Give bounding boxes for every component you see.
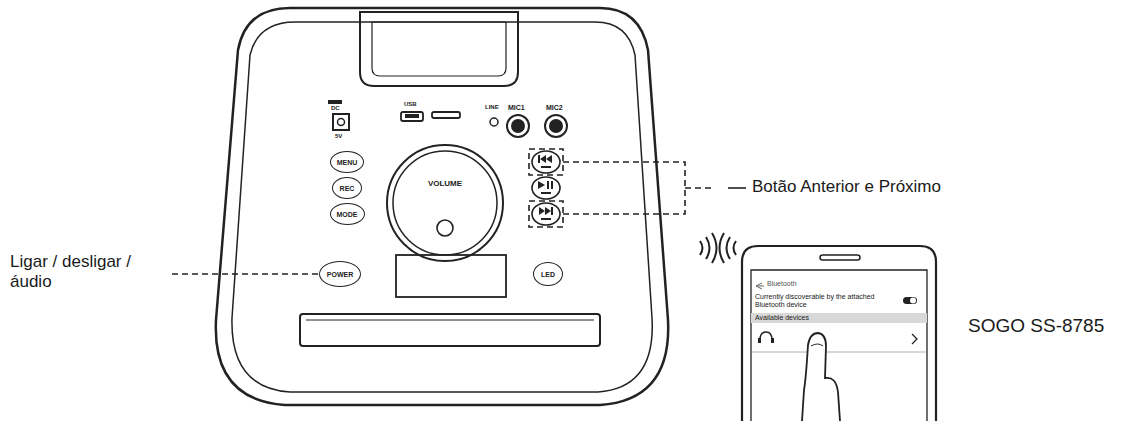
button-label: LED — [541, 271, 555, 278]
button-label: VOLUME — [428, 179, 462, 188]
button-label: REC — [340, 185, 355, 192]
port-label: DC — [331, 105, 340, 112]
mode-button: MODE — [330, 203, 365, 225]
power-button: POWER — [319, 261, 361, 287]
button-label: MENU — [337, 159, 358, 166]
menu-button: MENU — [330, 151, 364, 173]
screen-section: Available devices — [755, 314, 809, 322]
rec-button: REC — [332, 177, 362, 199]
button-label: MODE — [337, 211, 358, 218]
port-label: 5V — [335, 133, 342, 140]
port-label: MIC1 — [508, 104, 525, 112]
callout-text: Ligar / desligar / áudio — [10, 252, 155, 293]
led-button: LED — [533, 262, 563, 286]
port-label: USB — [404, 101, 417, 108]
port-label: LINE — [485, 104, 499, 111]
volume-knob: VOLUME — [399, 157, 491, 249]
screen-title: Bluetooth — [767, 280, 797, 288]
button-label: POWER — [327, 271, 353, 278]
model-name: SOGO SS-8785 — [968, 315, 1104, 338]
port-label: MIC2 — [546, 104, 563, 112]
screen-text: Currently discoverable by the attached B… — [755, 293, 890, 310]
callout-text: Botão Anterior e Próximo — [752, 177, 941, 197]
